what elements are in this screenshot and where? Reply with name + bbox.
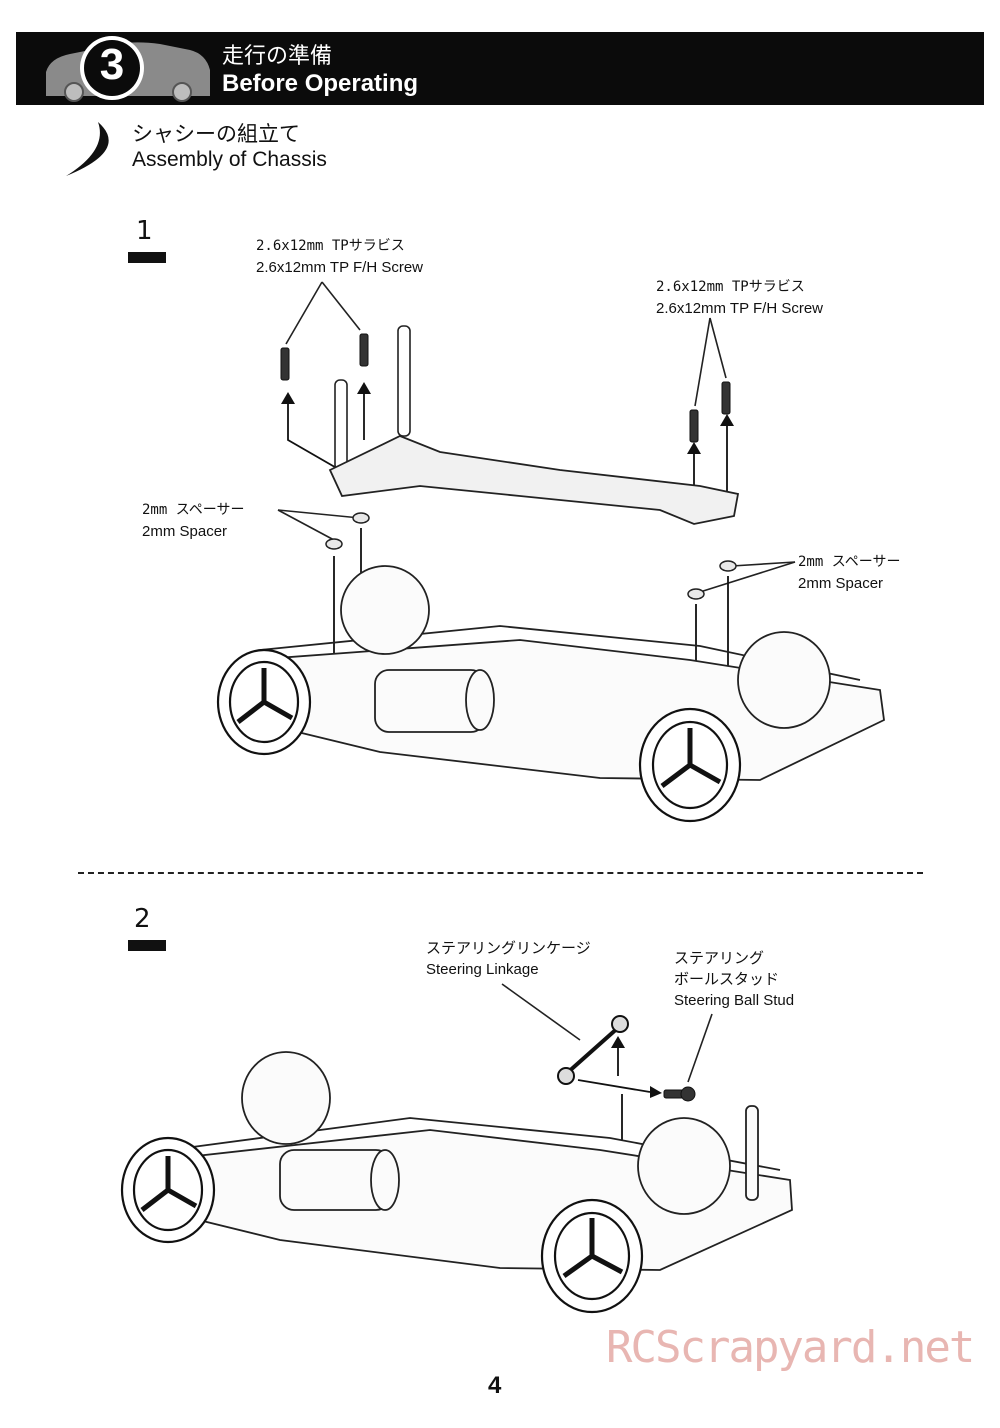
ballstud-label: ステアリング ボールスタッド Steering Ball Stud	[674, 948, 794, 1011]
linkage-jp: ステアリングリンケージ	[426, 940, 591, 957]
spacer-left-label: 2mm スペーサー 2mm Spacer	[142, 500, 244, 542]
steering-linkage-icon	[557, 1015, 629, 1085]
screw-right-jp: 2.6x12mm TPサラビス	[656, 279, 805, 295]
banner-title-jp: 走行の準備	[222, 43, 333, 68]
screw-left-label: 2.6x12mm TPサラビス 2.6x12mm TP F/H Screw	[256, 236, 423, 278]
linkage-en: Steering Linkage	[426, 961, 539, 978]
spacer-right-label: 2mm スペーサー 2mm Spacer	[798, 552, 900, 594]
ball-stud-icon	[663, 1086, 696, 1102]
spacer-left-en: 2mm Spacer	[142, 523, 228, 540]
ballstud-jp-2: ボールスタッド	[674, 971, 780, 988]
ballstud-jp-1: ステアリング	[674, 950, 765, 967]
screw-right-label: 2.6x12mm TPサラビス 2.6x12mm TP F/H Screw	[656, 277, 823, 319]
spacer-right-en: 2mm Spacer	[798, 575, 884, 592]
watermark: RCScrapyard.net	[606, 1322, 975, 1373]
section-number-badge: 3	[99, 40, 125, 89]
screw-right-en: 2.6x12mm TP F/H Screw	[656, 300, 823, 317]
step-2-number: 2	[134, 904, 151, 934]
linkage-label: ステアリングリンケージ Steering Linkage	[426, 938, 591, 980]
screw-icon	[280, 333, 731, 443]
wheel-icon	[120, 1136, 644, 1314]
wheel-icon	[216, 648, 742, 823]
ballstud-en: Steering Ball Stud	[674, 992, 795, 1009]
spacer-left-jp: 2mm スペーサー	[142, 502, 245, 518]
screw-left-en: 2.6x12mm TP F/H Screw	[256, 259, 423, 276]
step-1-bar	[128, 252, 166, 263]
step-divider	[78, 872, 923, 874]
step-1-number: 1	[136, 216, 153, 246]
page-number: 4	[488, 1372, 502, 1399]
header-banner	[16, 32, 984, 105]
banner-title-en: Before Operating	[222, 70, 419, 97]
screw-left-jp: 2.6x12mm TPサラビス	[256, 238, 405, 254]
section-title-jp: シャシーの組立て	[132, 123, 300, 146]
step-2-bar	[128, 940, 166, 951]
section-title-en: Assembly of Chassis	[132, 148, 327, 171]
spacer-right-jp: 2mm スペーサー	[798, 554, 901, 570]
